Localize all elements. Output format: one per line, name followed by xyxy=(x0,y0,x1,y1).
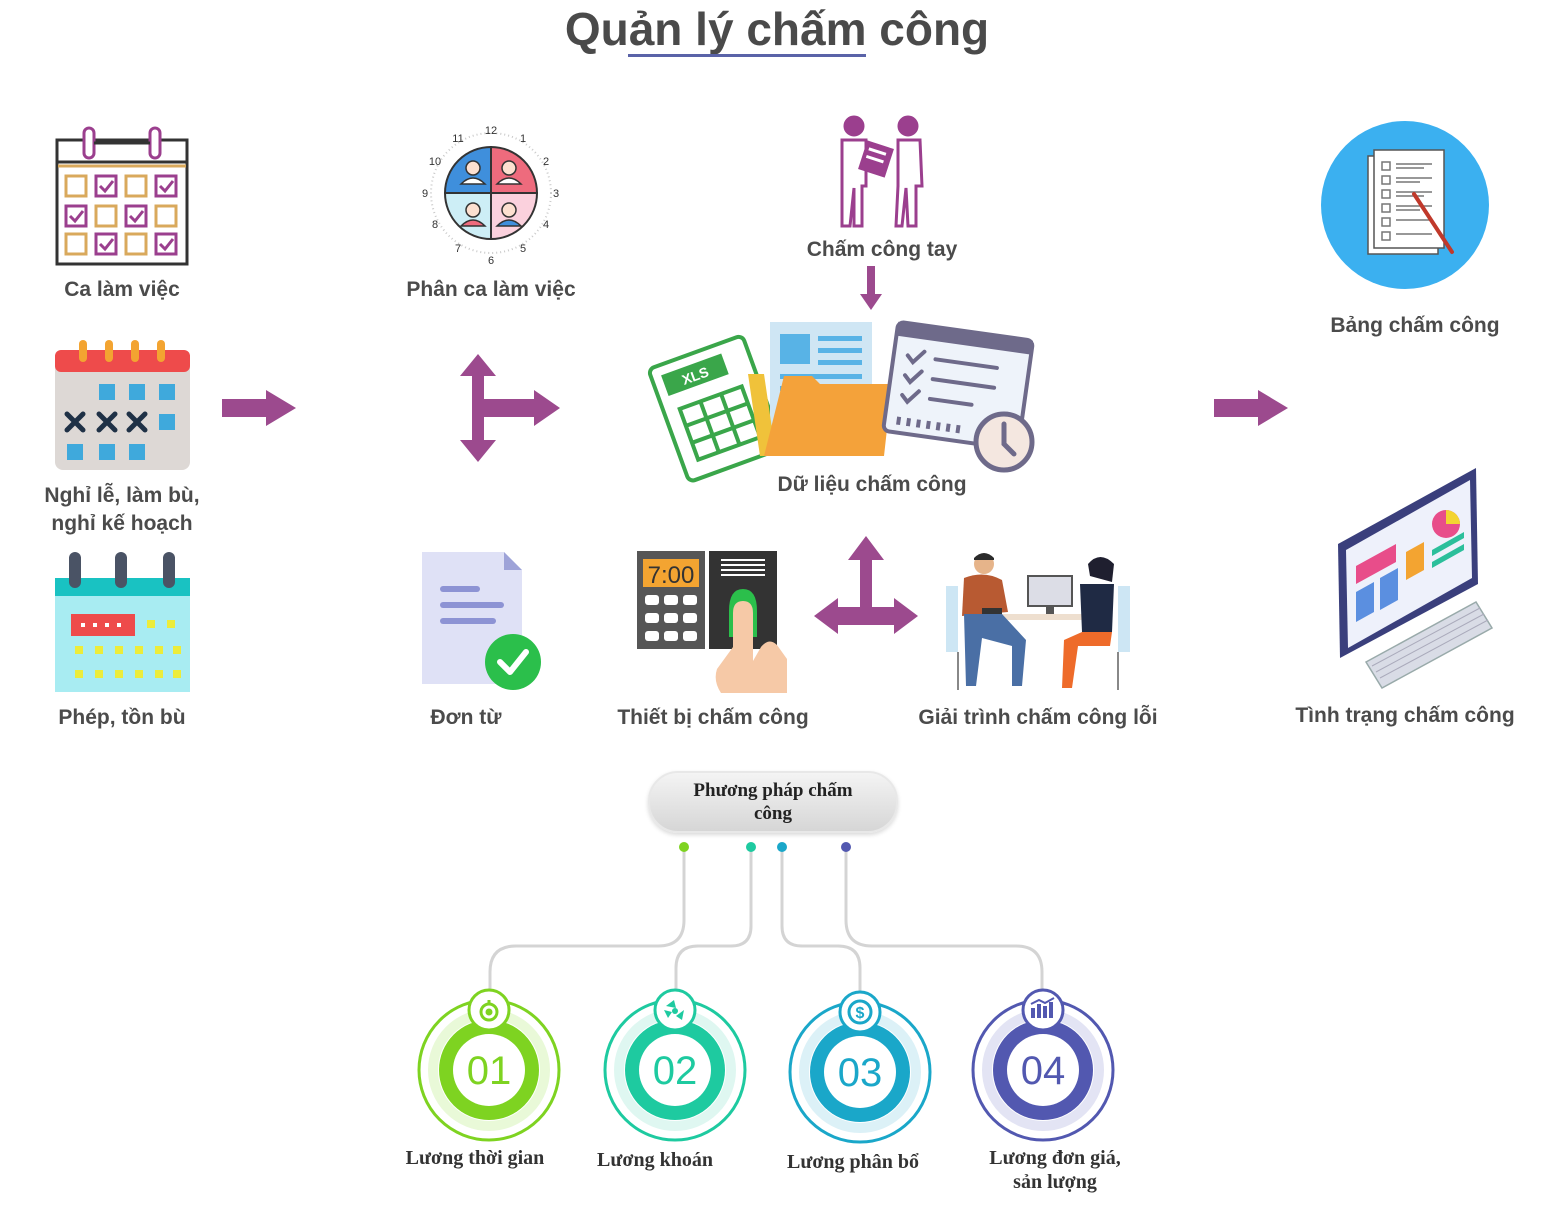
arrow-right-icon xyxy=(222,390,296,426)
page-title: Quản lý chấm công xyxy=(564,3,990,55)
bar-chart-icon xyxy=(1030,997,1055,1018)
method-02-badge: 02 xyxy=(603,988,747,1142)
left-item-leave-label: Phép, tồn bù xyxy=(58,706,186,729)
monitor-dashboard-icon xyxy=(1338,468,1494,689)
left-item-shift-label: Ca làm việc xyxy=(64,278,180,301)
clock-number: 4 xyxy=(543,219,549,231)
attendance-data-label: Dữ liệu chấm công xyxy=(777,473,967,496)
arrow-down-icon xyxy=(860,266,882,310)
method-01-badge: 01 xyxy=(417,988,561,1142)
meeting-people-icon xyxy=(946,553,1130,690)
method-02-label: Lương khoán xyxy=(597,1149,713,1171)
recycle-money-icon xyxy=(664,1000,684,1020)
calendar-leave-icon xyxy=(55,552,190,692)
timesheet-label: Bảng chấm công xyxy=(1330,314,1500,337)
clock-number: 12 xyxy=(485,125,497,137)
method-number: 02 xyxy=(653,1049,698,1093)
error-explanation-label: Giải trình chấm công lỗi xyxy=(918,706,1158,729)
timesheet-data-icon: XLS xyxy=(647,320,1035,483)
attendance-status-label: Tình trạng chấm công xyxy=(1295,704,1515,727)
cross-arrow-icon xyxy=(814,536,918,634)
attendance-device-label: Thiết bị chấm công xyxy=(617,706,809,729)
left-item-holiday-label: Nghỉ lễ, làm bù, nghỉ kế hoạch xyxy=(44,484,200,535)
title-underline xyxy=(628,54,866,57)
fingerprint-device-icon: 7:00 xyxy=(637,551,787,693)
leave-form-label: Đơn từ xyxy=(430,706,502,729)
calendar-x-icon xyxy=(55,340,190,470)
dollar-cycle-icon: $ xyxy=(847,999,873,1025)
clock-number: 2 xyxy=(543,156,549,168)
shift-assignment-label: Phân ca làm việc xyxy=(406,278,576,301)
checklist-icon xyxy=(1321,121,1489,289)
method-number: 04 xyxy=(1021,1049,1066,1093)
clock-number: 8 xyxy=(432,219,438,231)
methods-title-pill: Phương pháp chấm công xyxy=(648,771,898,833)
method-03-label: Lương phân bổ xyxy=(786,1151,920,1173)
method-number: 01 xyxy=(467,1049,512,1093)
handshake-people-icon xyxy=(840,115,924,228)
clock-number: 10 xyxy=(429,156,441,168)
svg-text:$: $ xyxy=(856,1005,865,1022)
clock-number: 3 xyxy=(553,188,559,200)
method-04-badge: 04 xyxy=(971,988,1115,1142)
clock-number: 5 xyxy=(520,243,526,255)
method-number: 03 xyxy=(838,1051,883,1095)
approved-document-icon xyxy=(422,552,541,690)
clock-number: 1 xyxy=(520,133,526,145)
manual-attendance-label: Chấm công tay xyxy=(806,238,958,261)
arrow-right-icon xyxy=(1214,390,1288,426)
method-01-label: Lương thời gian xyxy=(405,1147,545,1169)
cross-arrow-icon xyxy=(460,354,560,462)
method-03-badge: $ 03 xyxy=(788,990,932,1144)
clock-number: 6 xyxy=(488,255,494,267)
method-04-label: Lương đơn giá, sản lượng xyxy=(989,1147,1121,1193)
stopwatch-icon xyxy=(479,1000,499,1022)
calendar-check-icon xyxy=(55,126,189,266)
clock-number: 11 xyxy=(452,133,463,145)
shift-clock-icon: 12 1 2 3 4 5 6 7 8 9 10 11 xyxy=(422,125,559,267)
clock-number: 9 xyxy=(422,188,428,200)
methods-title: Phương pháp chấm công xyxy=(693,780,853,824)
device-time-text: 7:00 xyxy=(648,562,695,589)
clock-number: 7 xyxy=(455,243,461,255)
